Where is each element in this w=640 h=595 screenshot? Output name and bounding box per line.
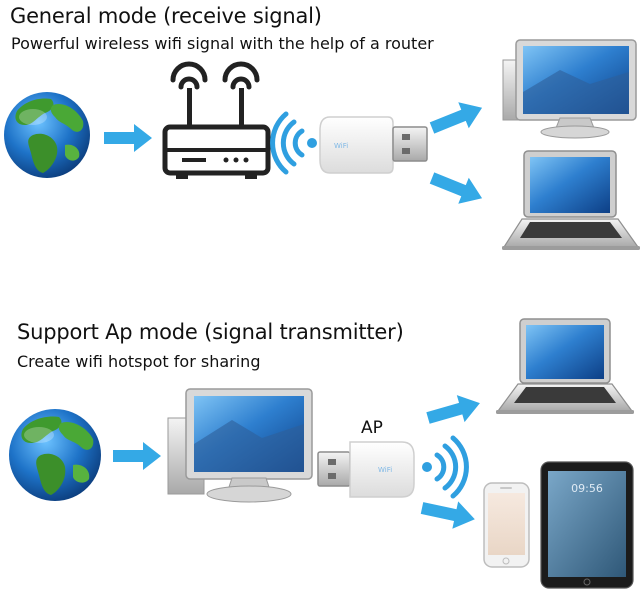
laptop-icon [502,150,640,250]
section2-title: Support Ap mode (signal transmitter) [17,320,404,344]
usb-adapter-icon: WiFi [317,441,415,498]
desktop-monitor-icon [167,388,313,503]
arrow-icon [429,172,483,204]
globe-icon [9,409,101,501]
globe-icon [4,92,90,178]
ap-label: AP [361,418,383,438]
desktop-monitor-icon [502,39,637,139]
arrow-icon [113,442,161,470]
section2-subtitle: Create wifi hotspot for sharing [17,352,261,371]
adapter-brand-text: WiFi [334,142,348,150]
arrow-icon [426,395,480,424]
tablet-time: 09:56 [571,482,603,495]
wifi-icon [422,435,469,499]
arrow-icon [104,124,152,152]
section1-subtitle: Powerful wireless wifi signal with the h… [11,34,434,53]
wifi-icon [270,111,317,175]
router-icon [162,61,271,179]
adapter-brand-text: WiFi [378,466,392,474]
section1-title: General mode (receive signal) [10,4,322,28]
arrow-icon [420,501,475,529]
laptop-icon [496,318,634,414]
arrow-icon [429,102,483,134]
tablet-icon: 09:56 [540,461,634,589]
usb-adapter-icon: WiFi [319,116,428,174]
phone-icon [483,482,530,568]
